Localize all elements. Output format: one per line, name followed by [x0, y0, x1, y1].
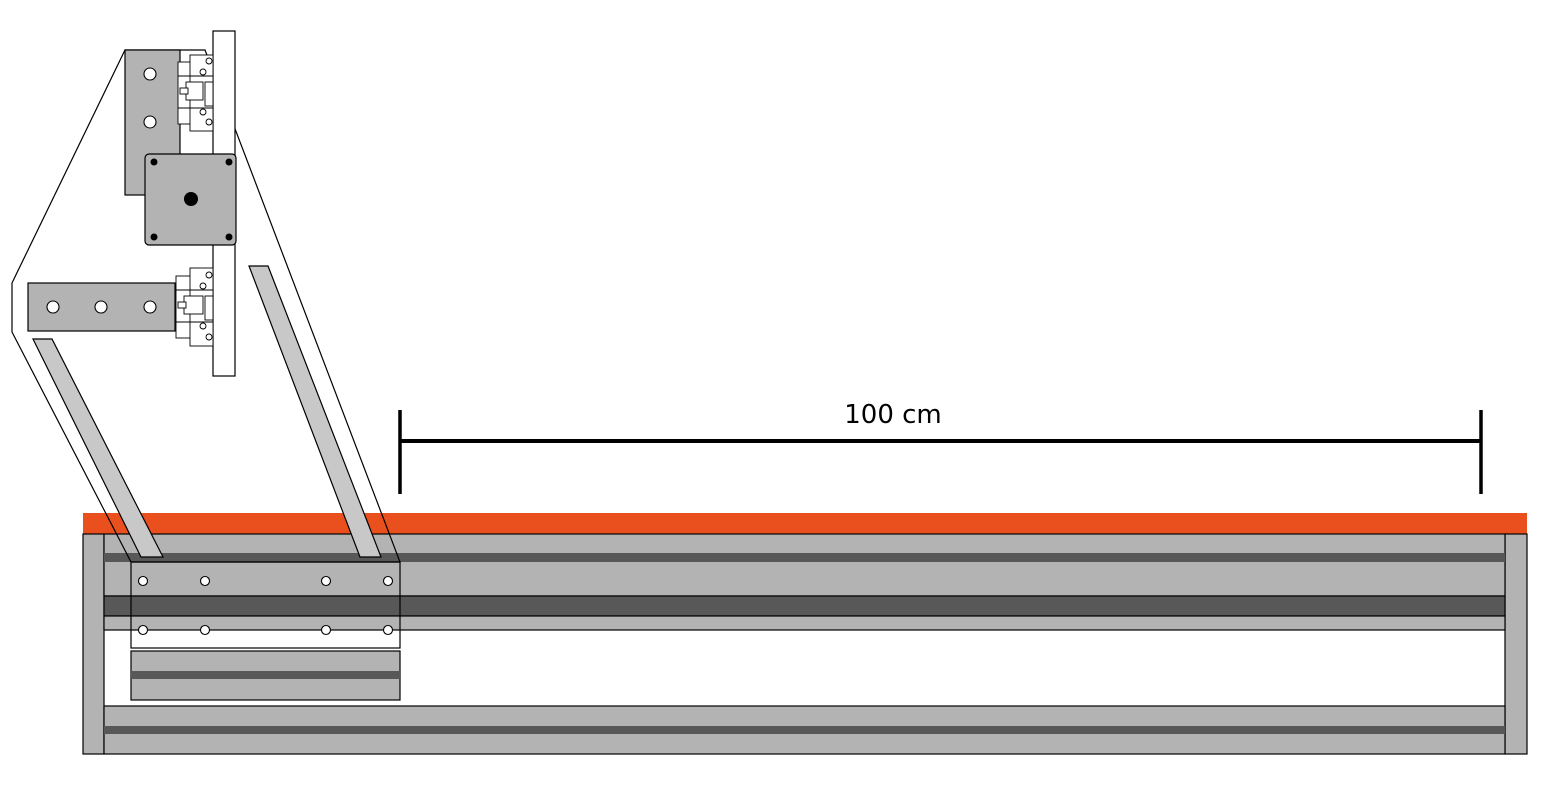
left-leg	[82, 533, 105, 755]
block-hole	[143, 67, 157, 81]
gantry-side-plate-outline	[11, 49, 401, 563]
center-rail	[103, 595, 1506, 617]
lower-thin-rail	[103, 615, 1506, 631]
diagonal-strut-right	[248, 265, 382, 558]
block-hole	[143, 115, 157, 129]
motor-screw	[225, 233, 233, 241]
motor-screw	[225, 158, 233, 166]
motor-screw	[150, 158, 158, 166]
motor-screw	[150, 233, 158, 241]
carriage-hole	[199, 624, 211, 636]
tabletop-strip	[83, 513, 1527, 534]
carriage-hole	[382, 575, 394, 587]
right-leg	[1504, 533, 1528, 755]
base-frame	[82, 513, 1528, 755]
diagonal-strut-left	[32, 338, 164, 558]
bottom-rail-slot	[104, 726, 1505, 734]
carriage-hole	[320, 624, 332, 636]
top-rail-slot	[104, 553, 1505, 562]
linear-bearing-upper	[177, 54, 214, 132]
top-rail	[103, 533, 1506, 597]
carriage-hole	[137, 575, 149, 587]
carriage-lower-slot	[131, 671, 400, 679]
motor-shaft	[184, 192, 198, 206]
z-axis-assembly	[27, 30, 237, 377]
block-hole	[143, 300, 157, 314]
carriage-hole	[137, 624, 149, 636]
dimension-indicator: 100 cm	[398, 400, 1483, 494]
carriage-hole	[320, 575, 332, 587]
carriage-hole	[199, 575, 211, 587]
block-hole	[94, 300, 108, 314]
block-hole	[46, 300, 60, 314]
carriage-hole	[382, 624, 394, 636]
linear-bearing-lower	[175, 267, 214, 347]
dimension-label: 100 cm	[844, 400, 942, 430]
